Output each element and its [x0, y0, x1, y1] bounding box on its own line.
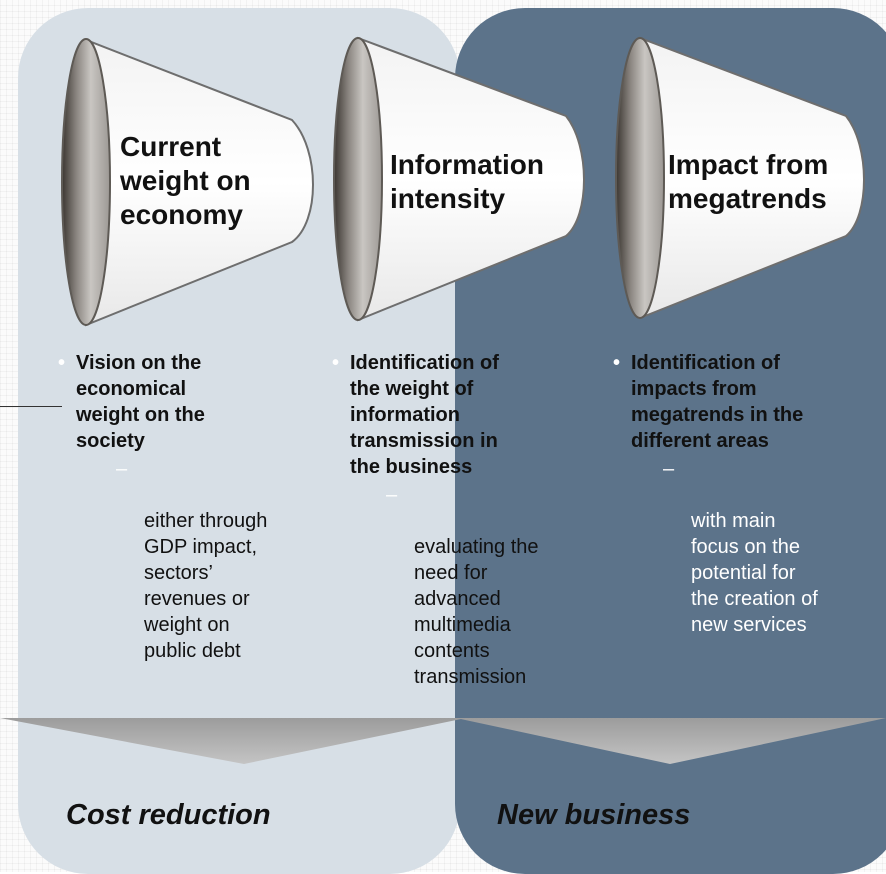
column-detail-text: evaluating the need for advanced multime…: [414, 536, 539, 688]
dash-icon: –: [386, 484, 398, 506]
column-detail: – either through GDP impact, sectors’ re…: [116, 456, 316, 664]
footer-new-business: New business: [497, 799, 691, 831]
cost-reduction-arrow: [0, 718, 466, 764]
dash-icon: –: [116, 458, 128, 480]
column-heading: Vision on the economical weight on the s…: [76, 352, 205, 452]
funnel-1: [61, 38, 314, 327]
funnel-3: [615, 36, 865, 320]
column-megatrends: • Identification of impacts from megatre…: [613, 350, 881, 638]
column-economy: • Vision on the economical weight on the…: [58, 350, 316, 664]
funnel-label-information-intensity: Information intensity: [390, 149, 544, 214]
funnel-label-impact-megatrends: Impact from megatrends: [668, 149, 829, 214]
divider-line: [0, 406, 62, 407]
column-detail-text: either through GDP impact, sectors’ reve…: [144, 510, 268, 662]
column-detail-text: with main focus on the potential for the…: [691, 510, 818, 636]
column-heading: Identification of the weight of informat…: [350, 352, 499, 478]
column-heading: Identification of impacts from megatrend…: [631, 352, 804, 452]
bullet-icon: •: [332, 352, 340, 374]
footer-cost-reduction: Cost reduction: [66, 799, 271, 831]
funnel-2: [333, 36, 585, 322]
column-information: • Identification of the weight of inform…: [332, 350, 600, 690]
funnel-label-current-weight: Current weight on economy: [120, 131, 251, 230]
bullet-icon: •: [58, 352, 66, 374]
column-detail: – with main focus on the potential for t…: [663, 456, 881, 638]
new-business-arrow: [456, 718, 886, 764]
bullet-icon: •: [613, 352, 621, 374]
dash-icon: –: [663, 458, 675, 480]
column-detail: – evaluating the need for advanced multi…: [386, 482, 600, 690]
